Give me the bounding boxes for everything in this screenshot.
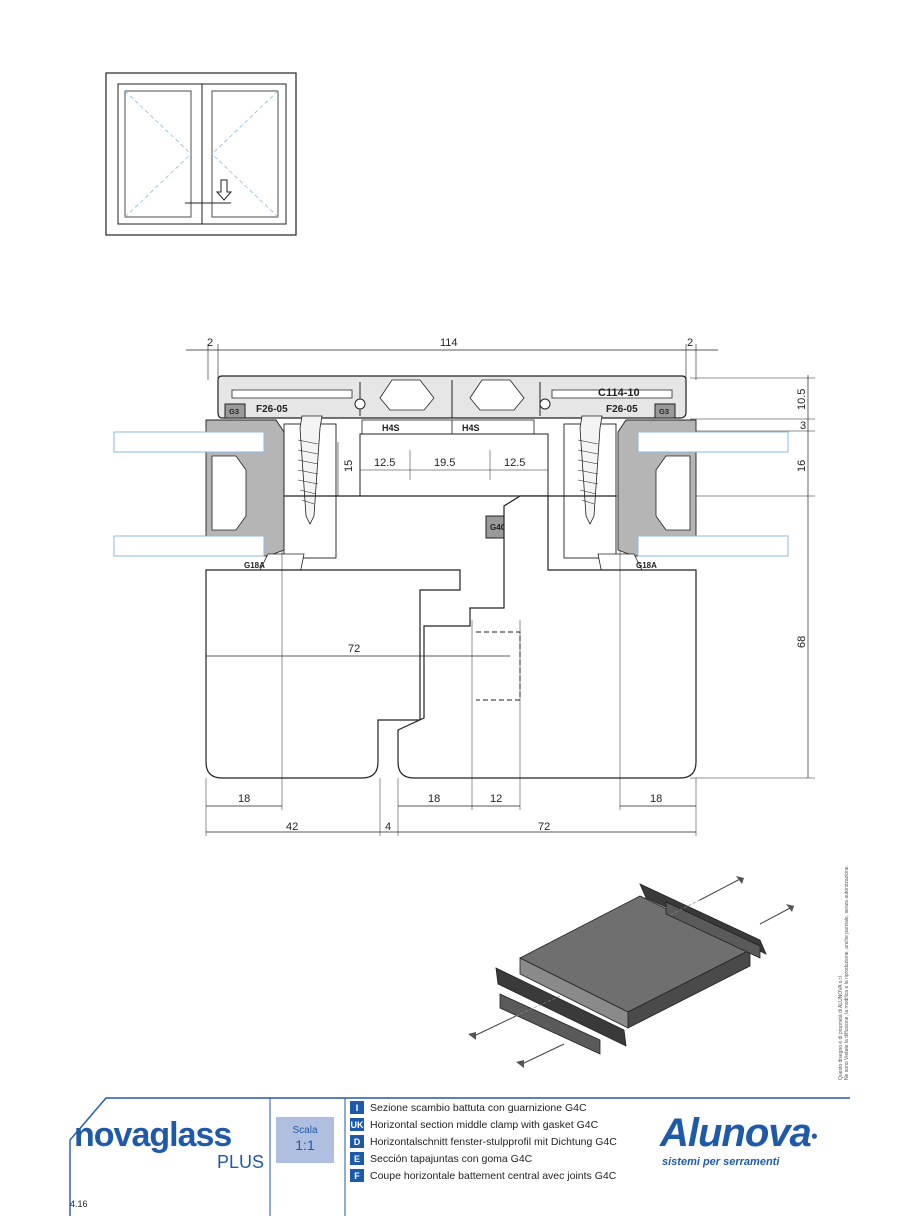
description-text: Sección tapajuntas con goma G4C xyxy=(370,1152,533,1165)
brand-main: novaglass xyxy=(74,1116,232,1154)
description-row: D Horizontalschnitt fenster-stulpprofil … xyxy=(350,1134,617,1149)
brand-plus: PLUS xyxy=(216,1152,264,1172)
novaglass-logo: novaglass PLUS xyxy=(74,1118,264,1172)
copyright-note: Questo disegno è di proprietà di ALUNOVA… xyxy=(838,850,852,1090)
dim-top-width: 114 xyxy=(440,337,458,349)
label-screw-left: F26-05 xyxy=(256,404,288,415)
dim-right-h3: 16 xyxy=(796,460,808,472)
label-g3-right: G3 xyxy=(659,407,669,416)
dim-bottom-mid-18: 18 xyxy=(428,793,440,805)
label-screw-right: F26-05 xyxy=(606,404,638,415)
label-h4s-right: H4S xyxy=(462,423,480,433)
copyright-line2: Ne sono Vietate la diffusione, la modifi… xyxy=(844,865,850,1080)
dim-top-left-gap: 2 xyxy=(207,337,213,349)
description-row: I Sezione scambio battuta con guarnizion… xyxy=(350,1100,587,1115)
label-h4s-left: H4S xyxy=(382,423,400,433)
dim-right-h4: 68 xyxy=(796,636,808,648)
label-g3-left: G3 xyxy=(229,407,239,416)
dim-bottom-4: 4 xyxy=(385,821,391,833)
dim-clamp-h: 15 xyxy=(343,460,355,472)
label-profile: C114-10 xyxy=(598,387,640,399)
dim-bottom-right-18: 18 xyxy=(650,793,662,805)
page-number: 4.16 xyxy=(70,1199,88,1209)
lang-code: UK xyxy=(350,1118,364,1131)
lang-code: F xyxy=(350,1169,364,1182)
description-text: Horizontalschnitt fenster-stulpprofil mi… xyxy=(370,1135,617,1148)
dim-bottom-mid-12: 12 xyxy=(490,793,502,805)
company-tagline: sistemi per serramenti xyxy=(662,1156,780,1169)
dim-top-right-gap: 2 xyxy=(687,337,693,349)
lang-code: E xyxy=(350,1152,364,1165)
dim-clamp-w3: 12.5 xyxy=(504,457,525,469)
exploded-3d-view xyxy=(468,876,795,1068)
description-row: UK Horizontal section middle clamp with … xyxy=(350,1117,598,1132)
window-elevation-icon xyxy=(105,72,297,236)
footer-frame xyxy=(69,1097,850,1216)
description-text: Sezione scambio battuta con guarnizione … xyxy=(370,1101,587,1114)
dim-right-h1: 10.5 xyxy=(796,389,808,410)
alunova-logo: Alunova● sistemi per serramenti xyxy=(660,1111,818,1169)
dim-bottom-left-18: 18 xyxy=(238,793,250,805)
dim-clamp-w2: 19.5 xyxy=(434,457,455,469)
scale-value: 1:1 xyxy=(295,1137,315,1153)
description-row: E Sección tapajuntas con goma G4C xyxy=(350,1151,532,1166)
lang-code: I xyxy=(350,1101,364,1114)
description-text: Horizontal section middle clamp with gas… xyxy=(370,1118,599,1131)
dim-mid-width: 72 xyxy=(348,643,360,655)
section-drawing: 2 114 2 10.5 3 16 68 C114-10 G3 G3 F26-0… xyxy=(113,337,815,836)
dim-clamp-w1: 12.5 xyxy=(374,457,395,469)
label-g18a-right: G18A xyxy=(636,561,657,570)
company-name: Alunova xyxy=(660,1111,812,1155)
dim-bottom-42: 42 xyxy=(286,821,298,833)
lang-code: D xyxy=(350,1135,364,1148)
scale-label: Scala xyxy=(292,1125,318,1136)
description-row: F Coupe horizontale battement central av… xyxy=(350,1168,616,1183)
label-g18a-left: G18A xyxy=(244,561,265,570)
scale-box: Scala 1:1 xyxy=(276,1117,334,1163)
description-text: Coupe horizontale battement central avec… xyxy=(370,1169,617,1182)
label-g4c: G4C xyxy=(490,523,507,532)
dim-right-h2: 3 xyxy=(800,420,806,432)
dim-bottom-72: 72 xyxy=(538,821,550,833)
